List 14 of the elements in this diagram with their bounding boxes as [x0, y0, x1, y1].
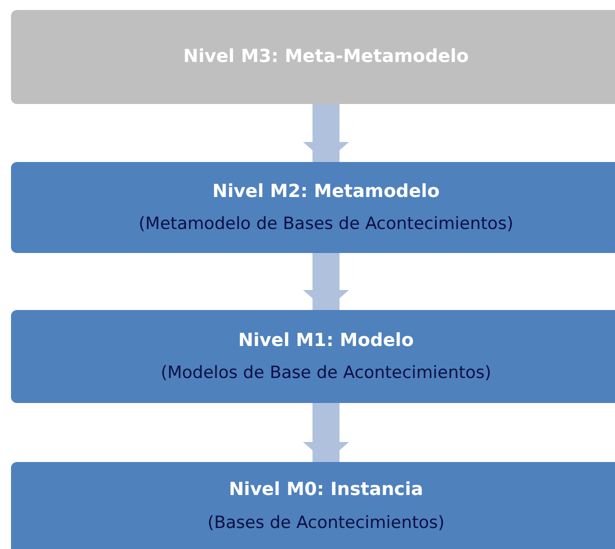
level-title: Nivel M2: Metamodelo	[212, 180, 440, 202]
level-subtitle: (Bases de Acontecimientos)	[207, 512, 445, 533]
level-box	[11, 10, 615, 104]
level-box	[11, 462, 615, 549]
down-arrow	[303, 104, 349, 162]
down-arrow	[303, 253, 349, 310]
level-subtitle: (Modelos de Base de Acontecimientos)	[160, 363, 492, 384]
level-box	[11, 162, 615, 253]
level-title: Nivel M0: Instancia	[228, 479, 424, 501]
level-box	[11, 310, 615, 403]
level-title: Nivel M1: Modelo	[238, 330, 414, 352]
down-arrow	[303, 403, 349, 462]
level-title: Nivel M3: Meta-Metamodelo	[183, 46, 469, 68]
level-subtitle: (Metamodelo de Bases de Acontecimientos)	[138, 214, 514, 234]
